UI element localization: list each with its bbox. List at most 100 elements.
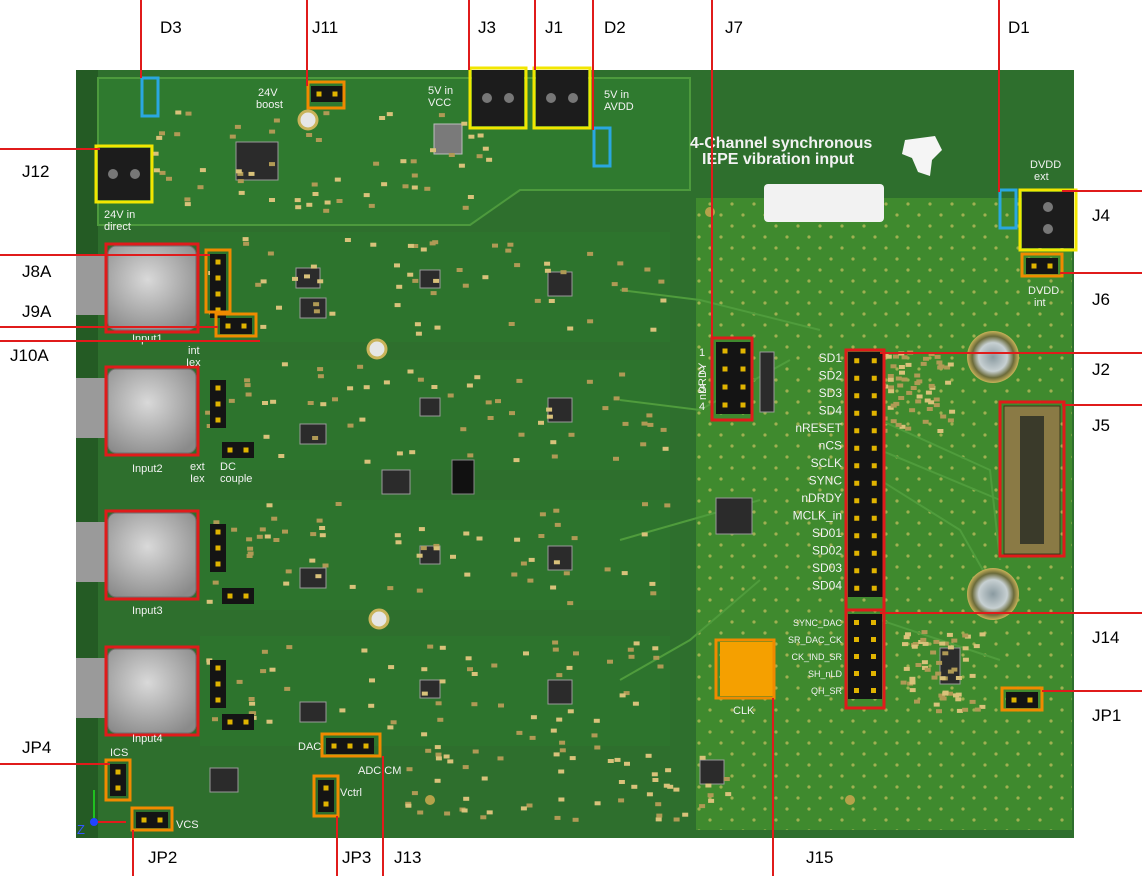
smd-part (486, 157, 493, 162)
connector-j5-slot (1020, 416, 1044, 544)
smd-part (518, 432, 525, 437)
smd-part (921, 660, 928, 665)
smd-part (447, 393, 454, 398)
header-j2 (848, 352, 883, 597)
smd-part (373, 161, 380, 166)
smd-part (890, 403, 897, 408)
smd-part (278, 454, 285, 458)
smd-part (363, 193, 370, 198)
silk-j14-SH_nLD: SH_nLD (808, 669, 843, 679)
smd-part (467, 453, 474, 458)
leader-line (0, 148, 100, 150)
smd-part (920, 361, 927, 366)
smd-part (269, 667, 276, 672)
smd-part (563, 571, 570, 576)
smd-part (660, 427, 667, 432)
smd-part (319, 533, 326, 538)
smd-part (888, 385, 894, 390)
header-ch4-dc (222, 714, 254, 730)
ti-logo (902, 136, 942, 176)
silk-j2-SYNC: SYNC (809, 474, 843, 488)
smd-part (434, 325, 441, 330)
smd-part (307, 401, 314, 405)
leader-line (0, 763, 110, 765)
smd-part (909, 680, 916, 685)
smd-part (235, 169, 242, 174)
smd-part (386, 112, 393, 117)
smd-part (396, 284, 403, 289)
silk-j2-SD04: SD04 (812, 579, 842, 593)
header-jp3 (318, 780, 334, 812)
silk-j2-MCLK_in: MCLK_in (793, 509, 842, 523)
smd-part (560, 270, 567, 275)
smd-part (930, 650, 937, 655)
passive-components (152, 110, 986, 822)
silk-boost-1: 24V (258, 87, 278, 99)
smd-part (430, 148, 436, 153)
pin-headers (110, 86, 1058, 828)
smd-part (651, 772, 658, 777)
header-jp1 (1006, 692, 1038, 708)
silk-j2-SD1: SD1 (819, 351, 843, 365)
via-hole (425, 795, 435, 805)
smd-part (276, 305, 282, 310)
smd-part (624, 761, 630, 766)
smd-part (973, 644, 980, 649)
box-j4 (1018, 188, 1078, 252)
smd-part (507, 242, 514, 247)
callout-j1: J1 (545, 18, 563, 37)
smd-part (464, 572, 471, 577)
smd-part (458, 163, 465, 168)
header-j14 (848, 614, 882, 699)
box-j15 (714, 638, 776, 700)
board-title-line1: 4-Channel synchronous (690, 135, 872, 152)
smd-part (898, 365, 905, 369)
smd-part (619, 372, 626, 377)
smd-part (259, 527, 266, 532)
smd-part (520, 806, 527, 811)
silk-direct-1: 24V in (104, 209, 135, 221)
header-jp4 (110, 764, 126, 796)
smd-part (236, 679, 243, 684)
smd-part (534, 298, 541, 303)
smd-part (646, 413, 653, 418)
smd-part (922, 641, 929, 646)
highlight-boxes (94, 66, 1078, 832)
smd-part (594, 801, 601, 806)
callout-d1: D1 (1008, 18, 1030, 37)
smd-part (513, 458, 520, 463)
smd-part (357, 364, 364, 369)
smd-part (205, 410, 212, 415)
callout-jp4: JP4 (22, 738, 52, 757)
silk-direct-2: direct (104, 221, 131, 233)
smd-part (152, 151, 159, 156)
header-j13 (326, 738, 374, 754)
smd-part (925, 390, 932, 395)
smd-part (619, 693, 626, 698)
smd-part (283, 581, 290, 586)
smd-part (315, 574, 322, 579)
smd-part (936, 660, 943, 665)
box-j14 (844, 608, 886, 710)
smd-part (556, 717, 563, 722)
smd-part (248, 697, 255, 701)
smd-part (667, 784, 674, 789)
smd-part (898, 396, 905, 400)
smd-part (443, 754, 450, 759)
smd-part (463, 796, 470, 801)
smd-part (387, 725, 394, 730)
smd-part (406, 767, 413, 772)
smd-part (903, 666, 910, 671)
smd-part (206, 424, 213, 428)
smd-part (339, 708, 346, 713)
box-j11 (306, 80, 346, 110)
smd-part (309, 558, 316, 563)
smd-part (269, 162, 275, 167)
leader-line (336, 816, 338, 876)
smd-part (481, 776, 488, 781)
axis-z-label: Z (77, 822, 85, 837)
smd-part (166, 176, 172, 181)
smd-part (450, 554, 456, 559)
smd-part (663, 783, 670, 788)
smd-part (431, 385, 438, 389)
